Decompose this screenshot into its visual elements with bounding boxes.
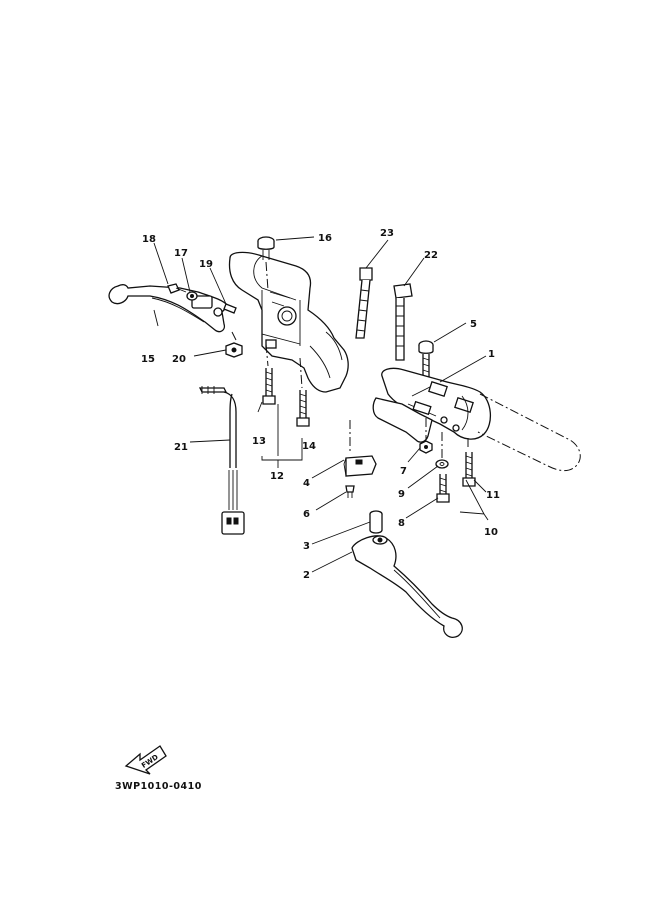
washer-9 <box>435 459 449 469</box>
cable-tie-23 <box>355 267 373 339</box>
brake-lever-left <box>108 284 229 333</box>
screw-5 <box>418 340 434 378</box>
part-label-13: 13 <box>252 436 266 447</box>
nut-17 <box>186 291 198 301</box>
part-label-21: 21 <box>174 442 188 453</box>
right-grip-housing <box>372 367 491 443</box>
switch-4 <box>343 455 377 477</box>
part-label-3: 3 <box>303 541 310 552</box>
document-code: 3WP1010-0410 <box>115 781 202 792</box>
forward-direction-arrow-icon: FWD <box>124 745 167 775</box>
part-label-12: 12 <box>270 471 284 482</box>
part-label-23: 23 <box>380 228 394 239</box>
left-switch-housing <box>228 251 349 393</box>
part-label-22: 22 <box>424 250 438 261</box>
screw-19 <box>223 303 237 314</box>
collar-3 <box>369 510 383 534</box>
part-label-18: 18 <box>142 234 156 245</box>
part-label-10: 10 <box>484 527 498 538</box>
part-label-1: 1 <box>488 349 495 360</box>
clutch-lever-right <box>351 535 463 638</box>
bolt-8 <box>436 474 450 503</box>
nut-7 <box>419 440 433 454</box>
part-label-4: 4 <box>303 478 310 489</box>
cable-tie-22 <box>393 283 413 361</box>
leader-lines <box>153 236 489 573</box>
bolt-13 <box>262 368 276 405</box>
part-label-7: 7 <box>400 466 407 477</box>
screw-6 <box>345 485 355 498</box>
part-label-19: 19 <box>199 259 213 270</box>
part-label-6: 6 <box>303 509 310 520</box>
part-label-8: 8 <box>398 518 405 529</box>
nut-20 <box>225 342 243 358</box>
part-label-20: 20 <box>172 354 186 365</box>
part-label-14: 14 <box>302 441 316 452</box>
part-label-2: 2 <box>303 570 310 581</box>
bolt-14 <box>296 390 310 427</box>
part-label-9: 9 <box>398 489 405 500</box>
part-labels: 18 17 19 16 23 22 5 1 15 20 21 13 14 12 … <box>141 228 500 581</box>
screw-16 <box>257 236 275 260</box>
wire-harness-21 <box>198 386 245 535</box>
bolt-11 <box>462 452 476 487</box>
part-label-5: 5 <box>470 319 477 330</box>
part-label-11: 11 <box>486 490 500 501</box>
part-label-17: 17 <box>174 248 188 259</box>
part-label-15: 15 <box>141 354 155 365</box>
part-label-16: 16 <box>318 233 332 244</box>
bolt-18 <box>167 283 187 294</box>
